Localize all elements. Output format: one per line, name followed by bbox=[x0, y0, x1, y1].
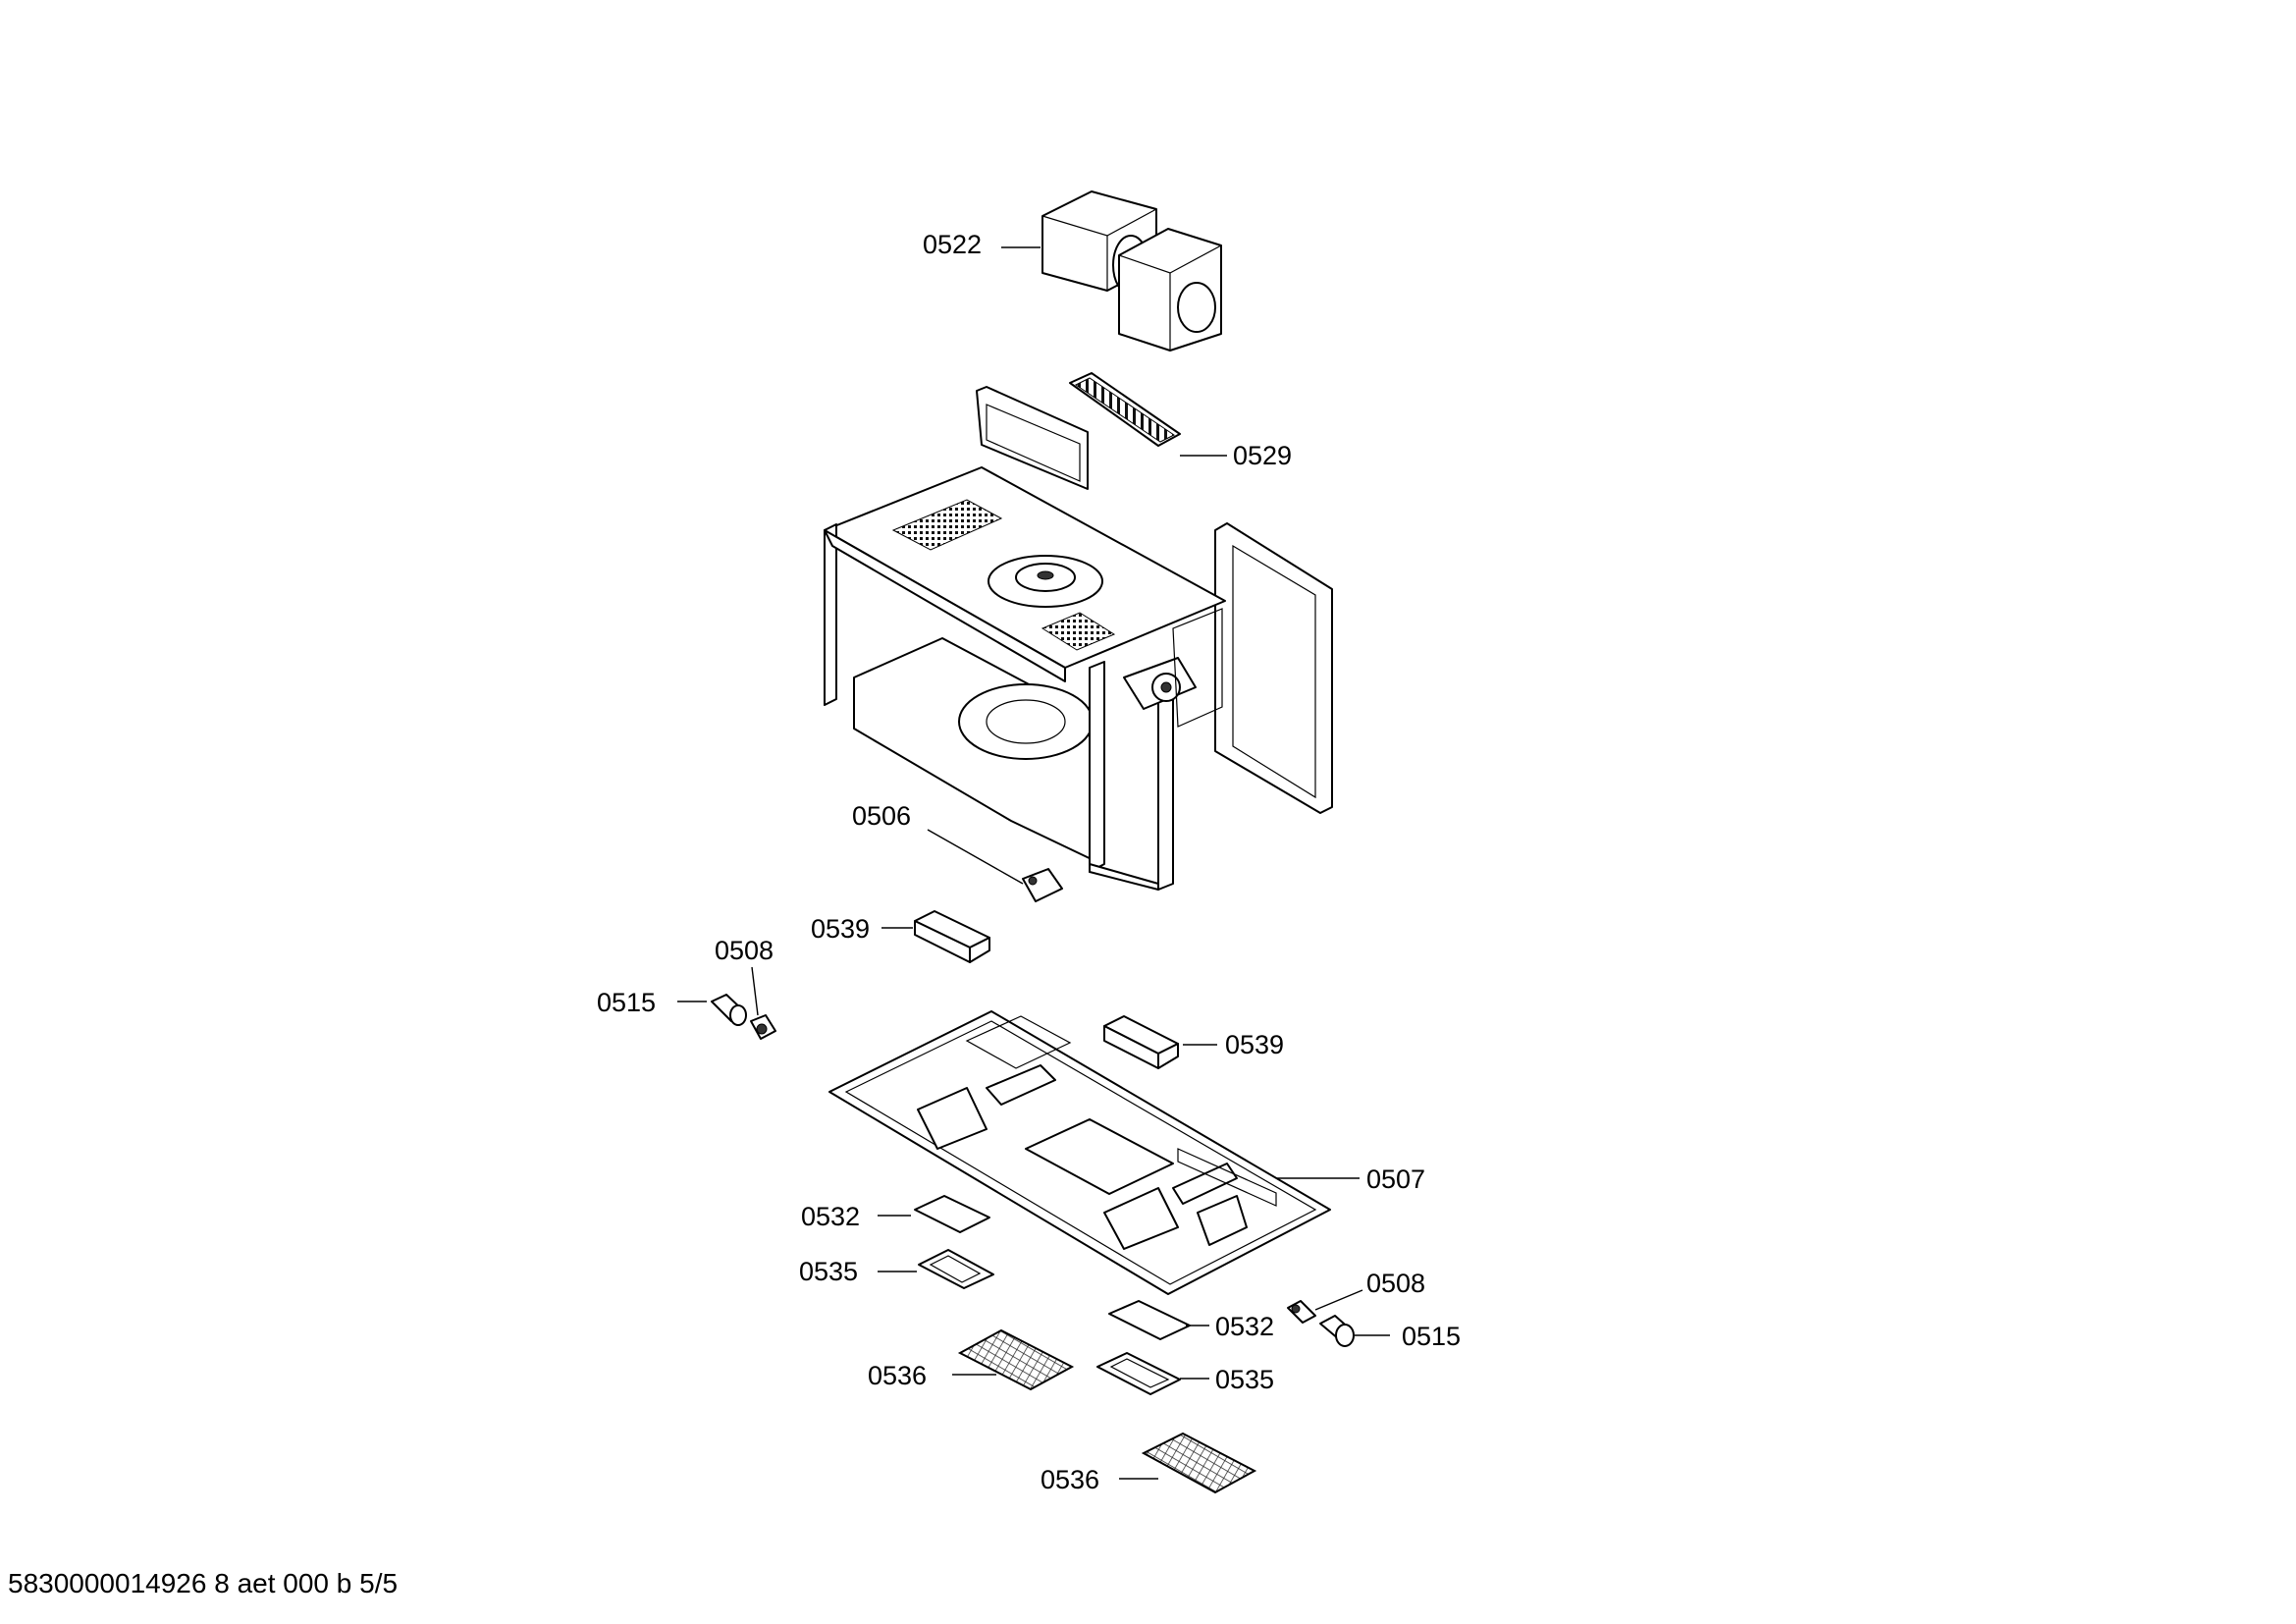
label-0539-right: 0539 bbox=[1225, 1030, 1284, 1059]
lamp-bulb-part-left bbox=[677, 994, 747, 1026]
lamp-bulb-part-right bbox=[1319, 1315, 1390, 1347]
label-0535-right: 0535 bbox=[1215, 1365, 1274, 1394]
bracket-part-left bbox=[881, 910, 990, 963]
vent-grille-part bbox=[1069, 372, 1227, 457]
label-0536-right: 0536 bbox=[1041, 1465, 1099, 1494]
label-0529: 0529 bbox=[1233, 441, 1292, 470]
label-0535-left: 0535 bbox=[799, 1257, 858, 1286]
label-0515-left: 0515 bbox=[597, 988, 656, 1017]
filter-frame-part-right bbox=[1096, 1352, 1209, 1395]
filter-frame-part-left bbox=[878, 1249, 994, 1289]
label-0507: 0507 bbox=[1366, 1164, 1425, 1194]
filter-pad-part-right bbox=[1108, 1300, 1209, 1340]
label-0508-right: 0508 bbox=[1366, 1269, 1425, 1298]
label-0536-left: 0536 bbox=[868, 1361, 927, 1390]
label-0539-left: 0539 bbox=[811, 914, 870, 944]
part-labels: 0522 0529 0506 0539 0508 0515 0539 0507 … bbox=[597, 230, 1461, 1494]
document-id-footer: 5830000014926 8 aet 000 b 5/5 bbox=[8, 1568, 399, 1598]
label-0515-right: 0515 bbox=[1402, 1322, 1461, 1351]
grease-mesh-part-left bbox=[952, 1328, 1075, 1391]
label-0532-left: 0532 bbox=[801, 1202, 860, 1231]
bottom-plate-part bbox=[828, 1010, 1360, 1295]
lamp-socket-part-left bbox=[750, 966, 776, 1040]
label-0506: 0506 bbox=[852, 801, 911, 831]
turntable-motor-part bbox=[927, 829, 1063, 902]
blower-fan-part bbox=[1001, 190, 1222, 352]
label-0532-right: 0532 bbox=[1215, 1312, 1274, 1341]
bracket-part-right bbox=[1103, 1015, 1217, 1069]
label-0522: 0522 bbox=[923, 230, 982, 259]
grease-mesh-part-right bbox=[1119, 1432, 1257, 1494]
lamp-socket-part-right bbox=[1287, 1289, 1363, 1324]
label-0508-left: 0508 bbox=[715, 936, 774, 965]
filter-pad-part-left bbox=[878, 1195, 990, 1233]
oven-cavity-part bbox=[824, 386, 1333, 891]
